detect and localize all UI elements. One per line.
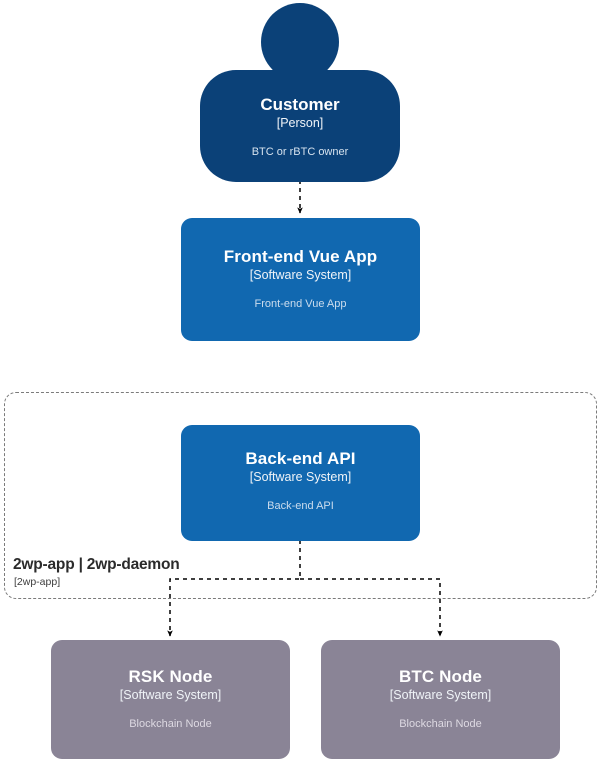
boundary-sublabel: [2wp-app] (14, 576, 61, 588)
boundary-label: 2wp-app | 2wp-daemon (13, 556, 180, 573)
node-btc-node[interactable]: BTC Node [Software System] Blockchain No… (321, 640, 560, 759)
node-type: [Software System] (249, 268, 352, 282)
node-description: Blockchain Node (129, 718, 212, 730)
node-description: Blockchain Node (399, 718, 482, 730)
node-title: Front-end Vue App (223, 247, 378, 266)
node-frontend-vue-app[interactable]: Front-end Vue App [Software System] Fron… (181, 218, 420, 341)
node-rsk-node[interactable]: RSK Node [Software System] Blockchain No… (51, 640, 290, 759)
node-title: BTC Node (399, 667, 482, 686)
node-type: [Software System] (249, 470, 352, 484)
node-description: Front-end Vue App (254, 298, 347, 310)
node-title: Back-end API (245, 449, 356, 468)
person-body: Customer [Person] BTC or rBTC owner (200, 70, 400, 182)
node-description: Back-end API (267, 500, 334, 512)
node-description: BTC or rBTC owner (251, 146, 349, 158)
node-title: RSK Node (128, 667, 213, 686)
node-type: [Software System] (389, 688, 492, 702)
person-head-icon (261, 3, 339, 81)
node-type: [Software System] (119, 688, 222, 702)
node-title: Customer (260, 95, 340, 114)
node-type: [Person] (276, 116, 324, 130)
node-customer[interactable]: Customer [Person] BTC or rBTC owner (200, 2, 400, 182)
node-backend-api[interactable]: Back-end API [Software System] Back-end … (181, 425, 420, 541)
